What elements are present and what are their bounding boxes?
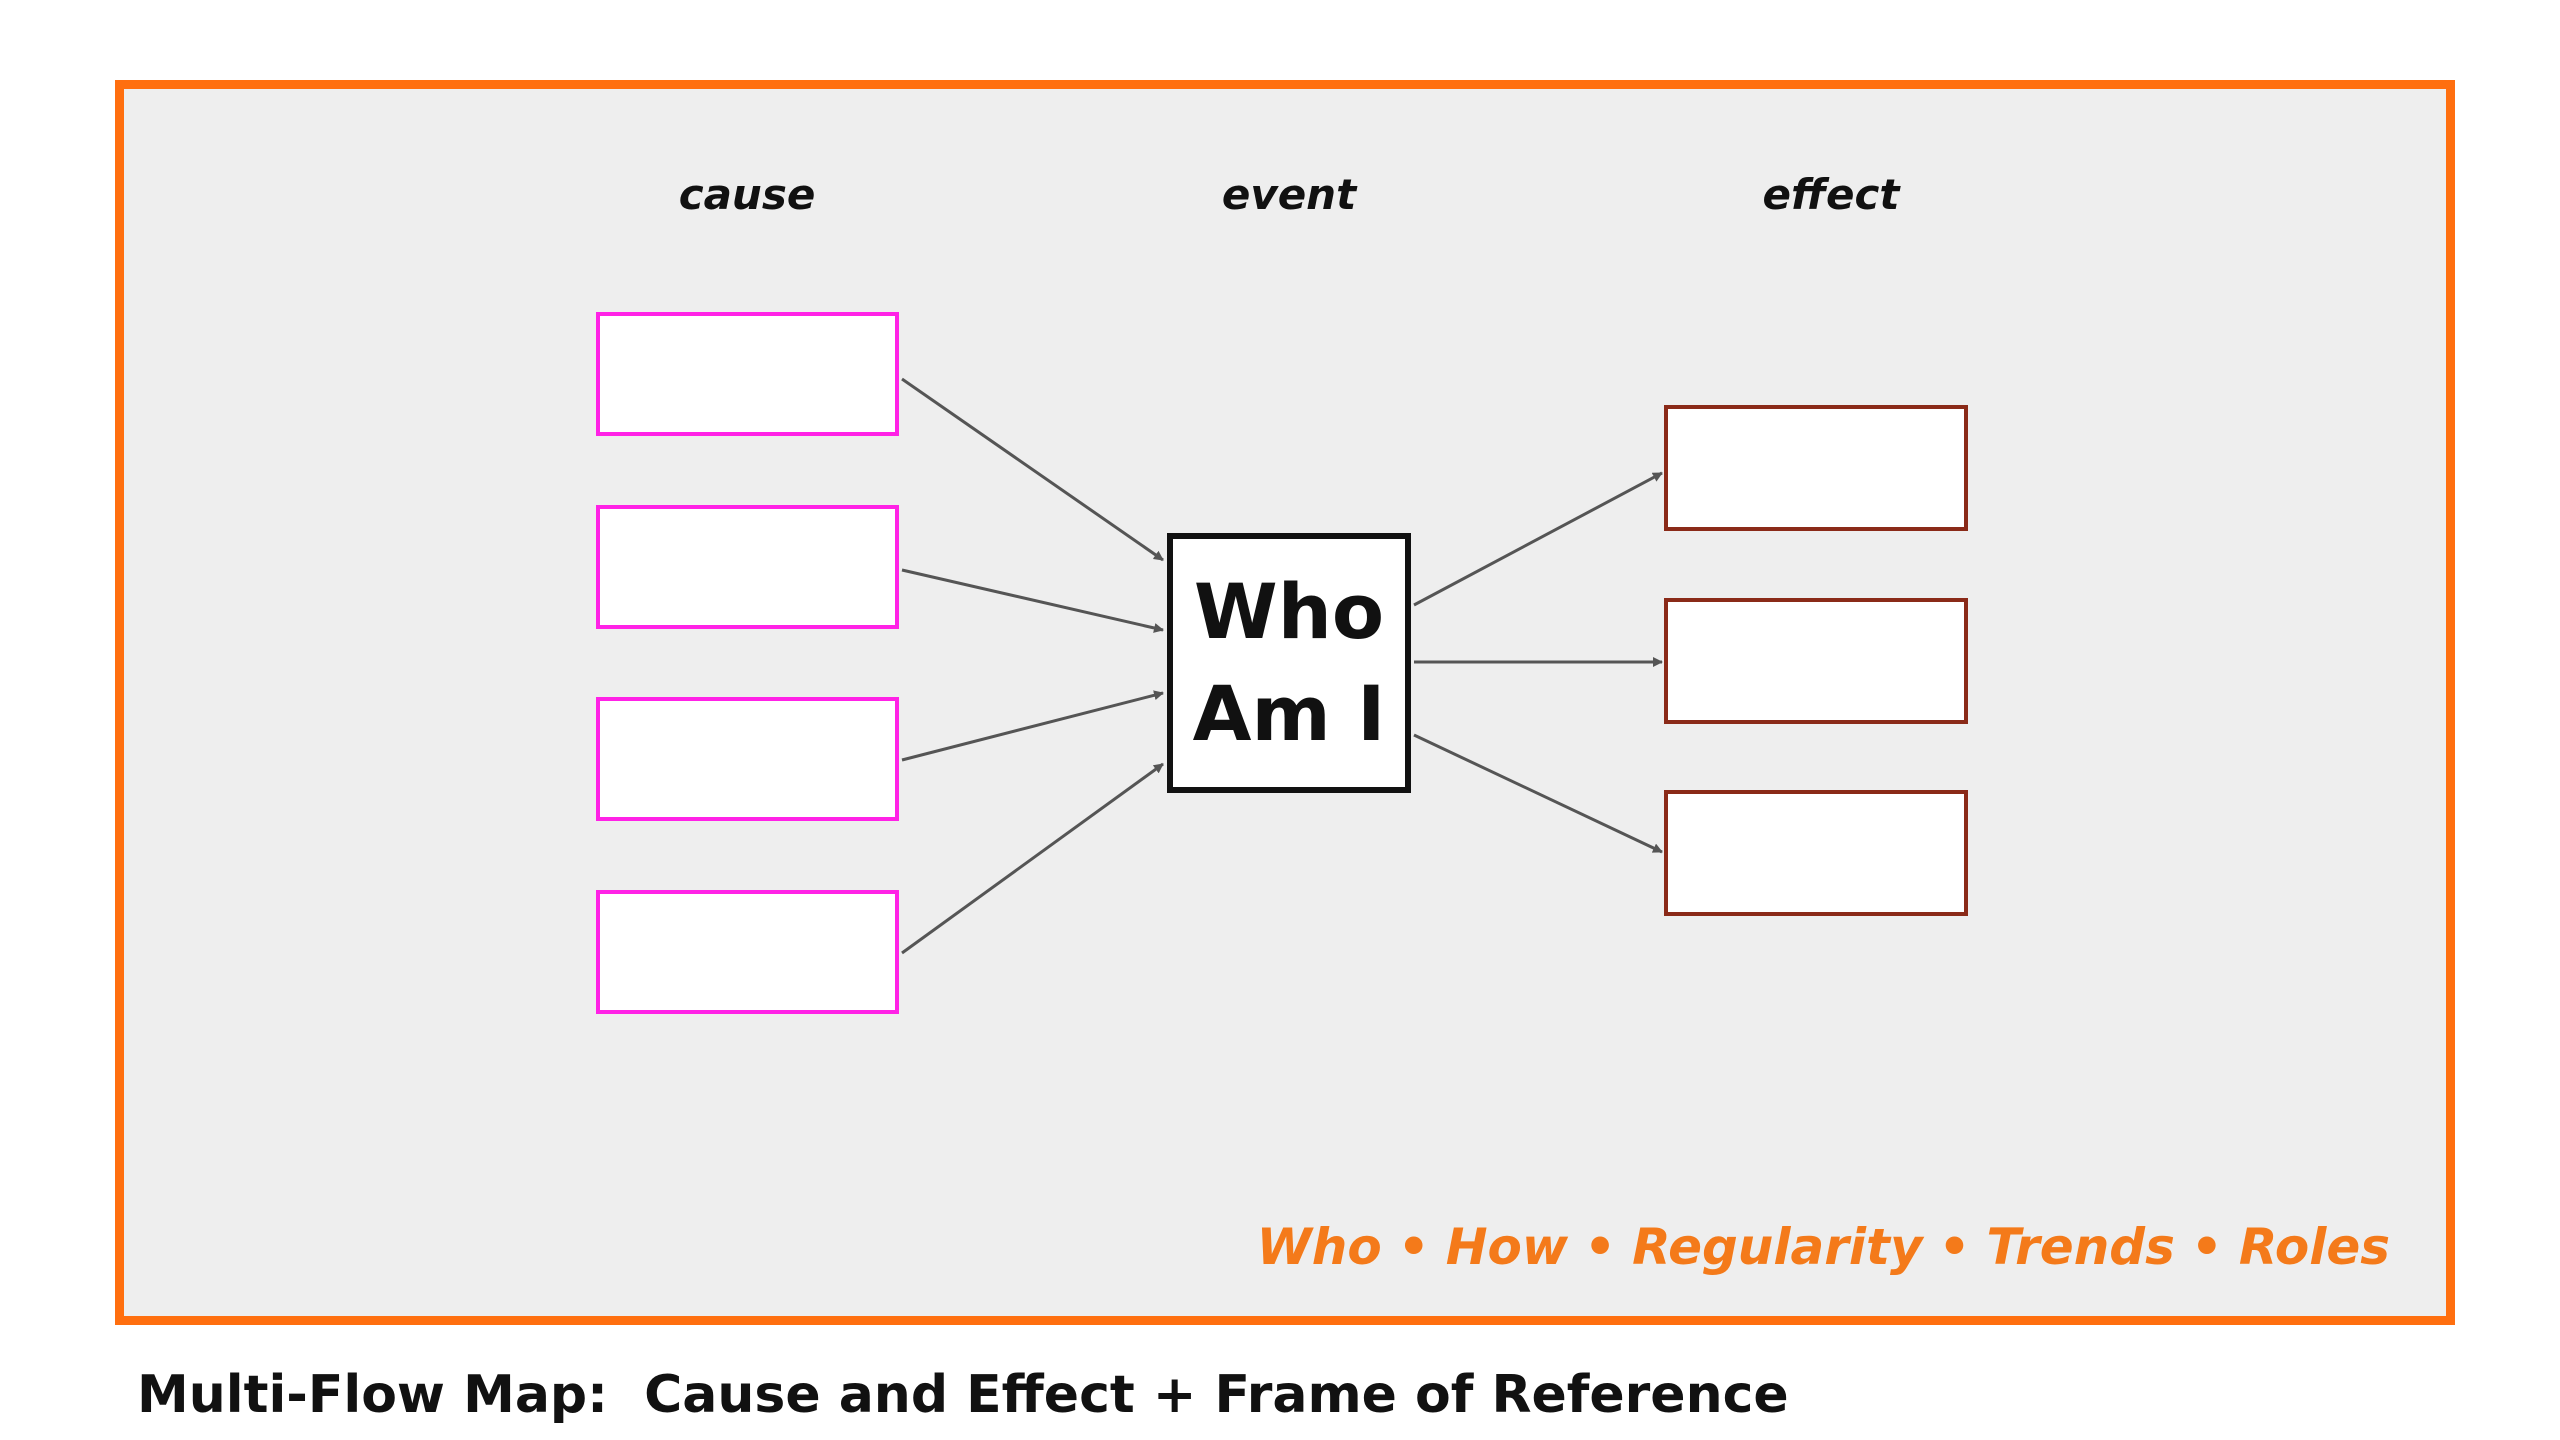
bullet-separator: • <box>1938 1218 1971 1276</box>
effect-box <box>1664 790 1968 916</box>
frame-ref-item-regularity: Regularity <box>1632 1218 1923 1276</box>
event-label-line-2: Am I <box>1192 669 1386 758</box>
effect-box <box>1664 598 1968 724</box>
effect-box <box>1664 405 1968 531</box>
bullet-separator: • <box>1584 1218 1617 1276</box>
cause-box <box>596 312 899 436</box>
event-label-line-1: Who <box>1193 567 1385 656</box>
cause-column-label: cause <box>678 170 816 219</box>
frame-ref-item-how: How <box>1445 1218 1569 1276</box>
cause-box <box>596 697 899 821</box>
event-column-label: event <box>1221 170 1357 219</box>
cause-box <box>596 505 899 629</box>
effect-column-label: effect <box>1762 170 1900 219</box>
bullet-separator: • <box>1397 1218 1430 1276</box>
diagram-caption: Multi-Flow Map: Cause and Effect + Frame… <box>137 1365 1789 1425</box>
frame-ref-item-trends: Trends <box>1986 1218 2175 1276</box>
frame-of-reference-list: Who • How • Regularity • Trends • Roles <box>1257 1212 2390 1282</box>
frame-ref-item-roles: Roles <box>2238 1218 2390 1276</box>
bullet-separator: • <box>2190 1218 2223 1276</box>
cause-box <box>596 890 899 1014</box>
event-box: Who Am I <box>1167 533 1411 793</box>
frame-ref-item-who: Who <box>1256 1218 1382 1276</box>
